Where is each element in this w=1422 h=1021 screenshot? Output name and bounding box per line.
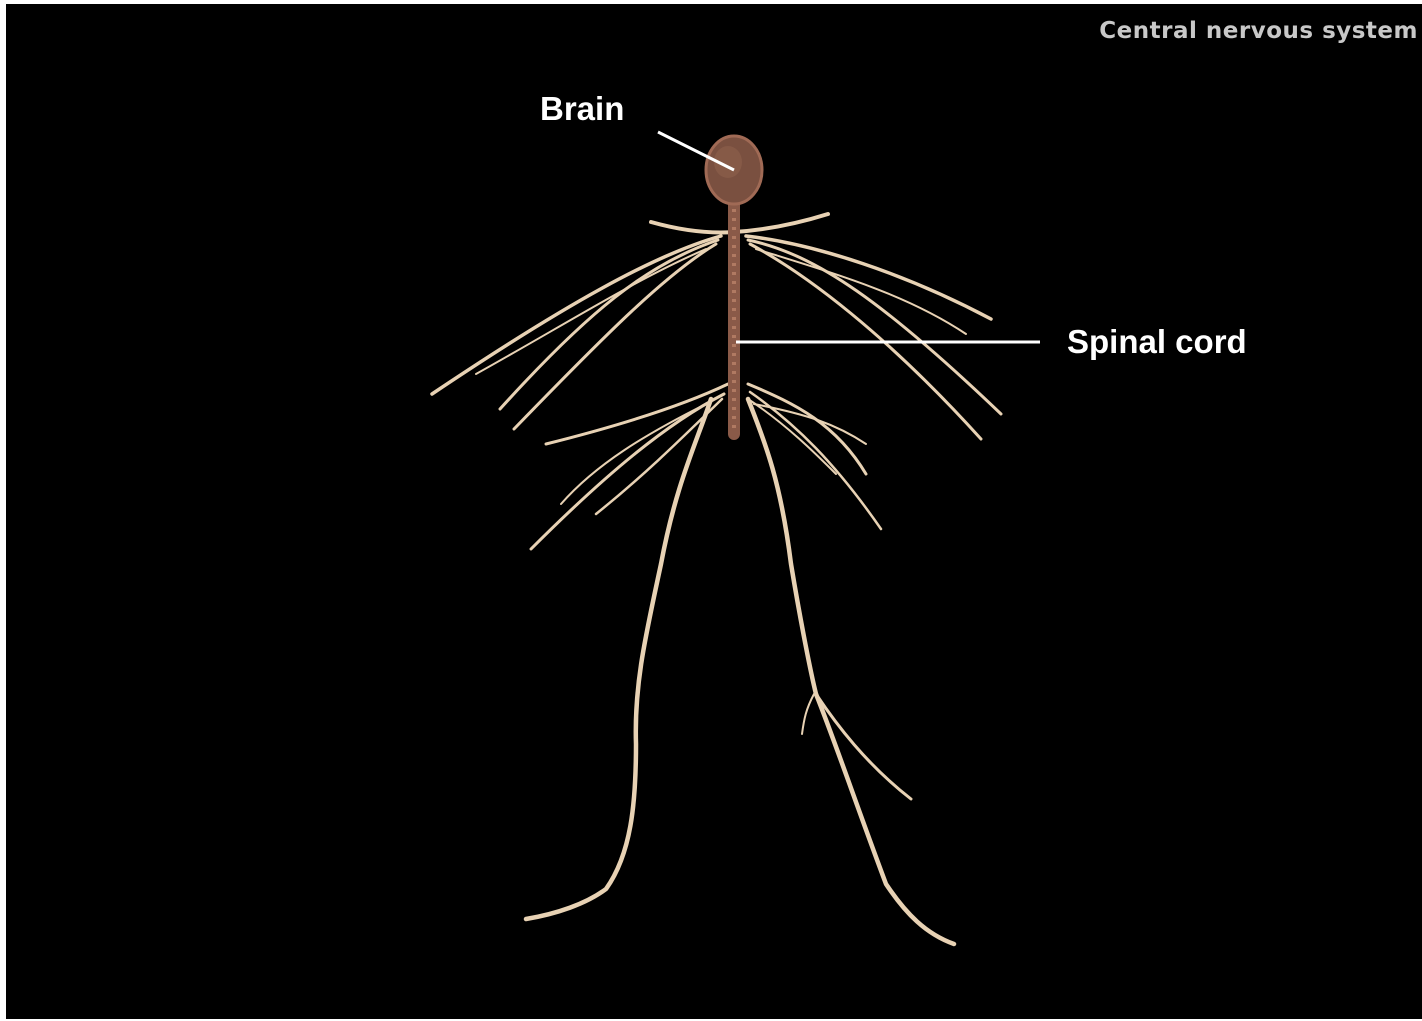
right-leg-nerve (748, 399, 954, 944)
spinal-cord-label: Spinal cord (1067, 323, 1247, 361)
left-shoulder-nerve (651, 222, 734, 232)
left-leg-nerve (526, 399, 711, 919)
left-plexus-nerve-1 (546, 384, 728, 444)
right-arm-nerve-1 (746, 236, 991, 319)
peripheral-nerves (432, 214, 1001, 944)
right-leg-branch (816, 694, 911, 799)
right-plexus-nerve-4 (754, 404, 866, 444)
right-shoulder-nerve (734, 214, 828, 232)
right-plexus-nerve-1 (748, 384, 866, 474)
nervous-system-illustration (6, 4, 1422, 1019)
left-arm-nerve-1 (432, 236, 721, 394)
left-arm-nerve-4 (476, 249, 706, 374)
right-leg-twig (802, 694, 814, 734)
left-plexus-nerve-2 (531, 394, 724, 549)
viewer-canvas: Central nervous system (6, 4, 1422, 1019)
brain-label: Brain (540, 90, 624, 128)
